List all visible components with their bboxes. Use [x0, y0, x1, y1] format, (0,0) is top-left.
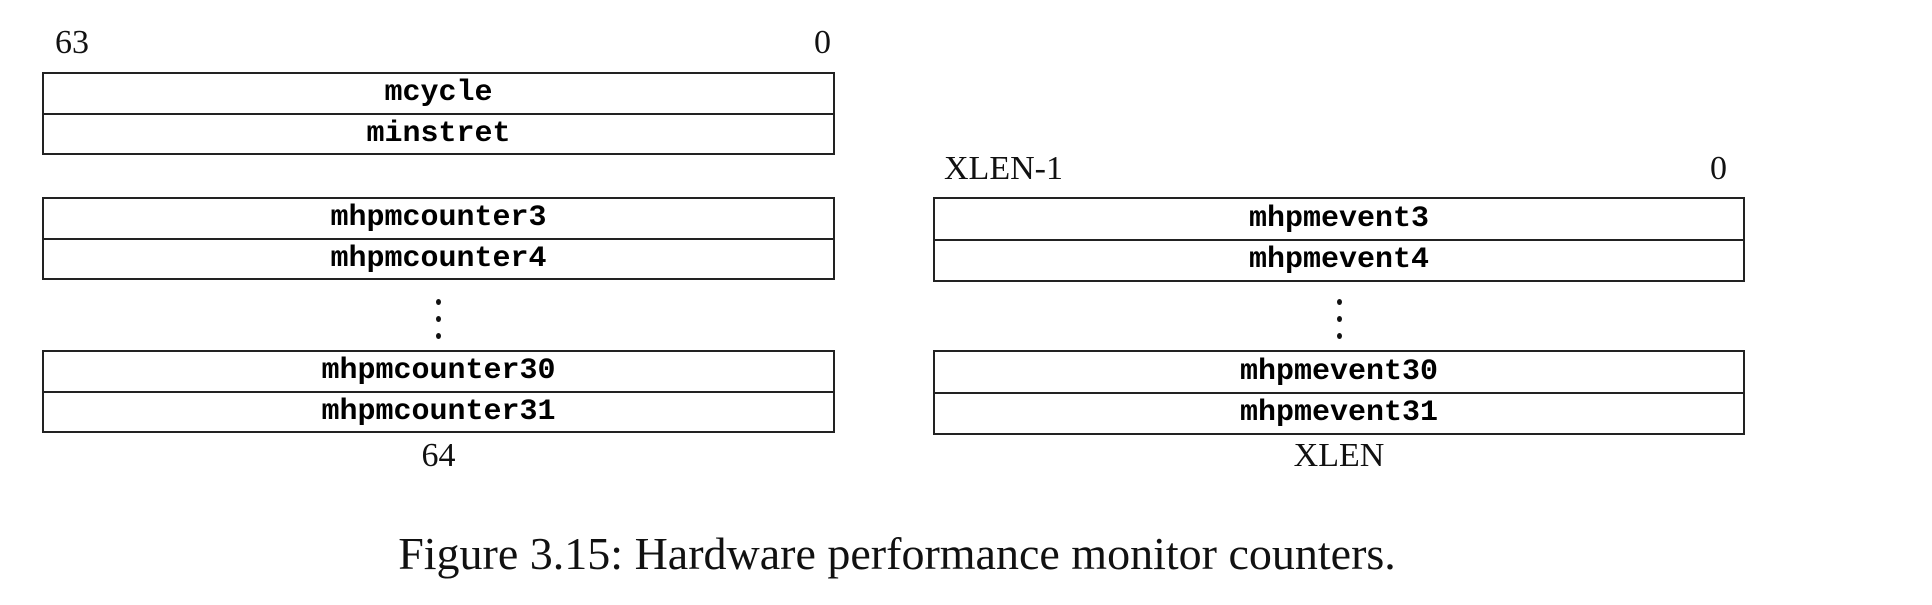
figure-caption: Figure 3.15: Hardware performance monito…	[398, 528, 1396, 579]
right-width-label: XLEN	[1293, 437, 1385, 474]
left-bit-low-label: 0	[814, 24, 831, 61]
left-width-label: 64	[421, 437, 456, 474]
left-bit-high-label: 63	[55, 24, 89, 61]
register-row-mhpmcounter30: mhpmcounter30	[321, 354, 556, 389]
register-row-mhpmevent31: mhpmevent31	[935, 391, 1743, 434]
left-register-box-mhpmcounter3-4: mhpmcounter3 mhpmcounter4	[42, 197, 835, 280]
register-row-mhpmevent3: mhpmevent3	[1248, 201, 1430, 236]
register-row-mhpmcounter4: mhpmcounter4	[44, 237, 833, 279]
left-register-box-mhpmcounter30-31: mhpmcounter30 mhpmcounter31	[42, 350, 835, 433]
right-register-box-mhpmevent30-31: mhpmevent30 mhpmevent31	[933, 350, 1745, 435]
register-row-mhpmcounter3: mhpmcounter3	[330, 201, 547, 236]
left-bit-index-labels: 63 0	[42, 26, 835, 60]
right-bit-low-label: 0	[1710, 150, 1727, 187]
register-row-mhpmevent30: mhpmevent30	[1239, 354, 1439, 389]
register-row-mhpmevent4: mhpmevent4	[935, 238, 1743, 281]
register-row-minstret: minstret	[44, 112, 833, 154]
right-vertical-ellipsis-icon	[933, 297, 1745, 341]
register-row-mcycle: mcycle	[384, 76, 493, 111]
right-register-box-mhpmevent3-4: mhpmevent3 mhpmevent4	[933, 197, 1745, 282]
left-register-box-mcycle-minstret: mcycle minstret	[42, 72, 835, 155]
register-row-mhpmcounter31: mhpmcounter31	[44, 390, 833, 432]
right-bit-high-label: XLEN-1	[944, 150, 1063, 187]
left-vertical-ellipsis-icon	[42, 297, 835, 341]
right-bit-index-labels: XLEN-1 0	[933, 152, 1745, 186]
